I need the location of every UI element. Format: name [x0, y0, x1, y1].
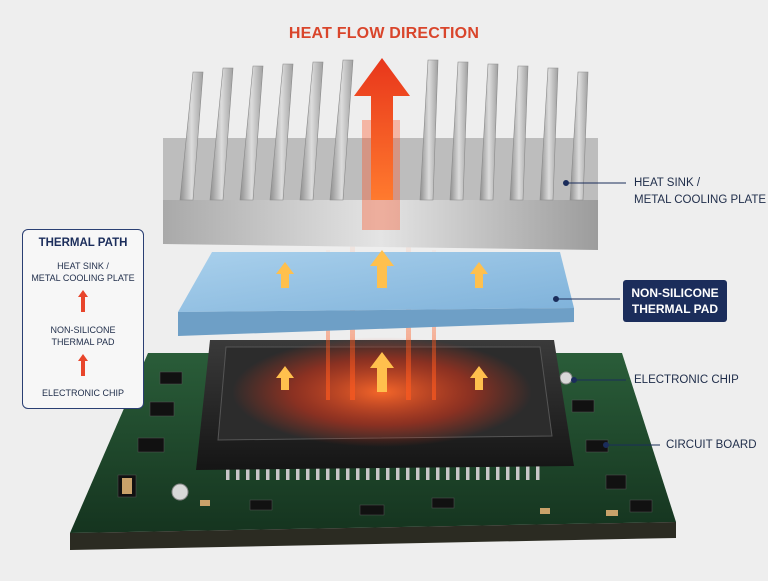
chip-label-text: ELECTRONIC CHIP [634, 374, 739, 386]
heat-flow-arrow [354, 58, 410, 200]
board-label: CIRCUIT BOARD [666, 437, 757, 454]
legend-item-chip: ELECTRONIC CHIP [23, 387, 143, 399]
thermal-pad-callout: NON-SILICONE THERMAL PAD [623, 280, 727, 322]
legend-item-heat-sink: HEAT SINK / METAL COOLING PLATE [23, 260, 143, 284]
legend-item-heat-sink-line2: METAL COOLING PLATE [31, 273, 135, 283]
heat-sink-label-line1: HEAT SINK / [634, 177, 701, 189]
small-heat-arrows [276, 250, 488, 392]
legend-item-heat-sink-line1: HEAT SINK / [57, 261, 109, 271]
thermal-pad-label-line2: THERMAL PAD [631, 302, 719, 316]
board-label-text: CIRCUIT BOARD [666, 439, 757, 451]
leader-lines [553, 180, 660, 448]
heat-sink-label-line2: METAL COOLING PLATE [634, 194, 767, 206]
chip-label: ELECTRONIC CHIP [634, 372, 739, 389]
thermal-pad-label-line1: NON-SILICONE [631, 286, 719, 300]
legend-title: THERMAL PATH [38, 237, 128, 249]
legend-item-thermal-pad-line2: THERMAL PAD [51, 337, 115, 347]
heat-sink-label: HEAT SINK / METAL COOLING PLATE [634, 175, 766, 209]
legend-arrow-up-icon [78, 354, 88, 376]
thermal-pad [178, 252, 574, 336]
diagram-title: HEAT FLOW DIRECTION [288, 25, 480, 42]
legend-item-thermal-pad: NON-SILICONE THERMAL PAD [23, 324, 143, 348]
legend-arrow-up-icon [78, 290, 88, 312]
thermal-path-legend: THERMAL PATH HEAT SINK / METAL COOLING P… [22, 229, 144, 409]
legend-item-thermal-pad-line1: NON-SILICONE [50, 325, 116, 335]
legend-item-chip-line1: ELECTRONIC CHIP [41, 388, 124, 398]
